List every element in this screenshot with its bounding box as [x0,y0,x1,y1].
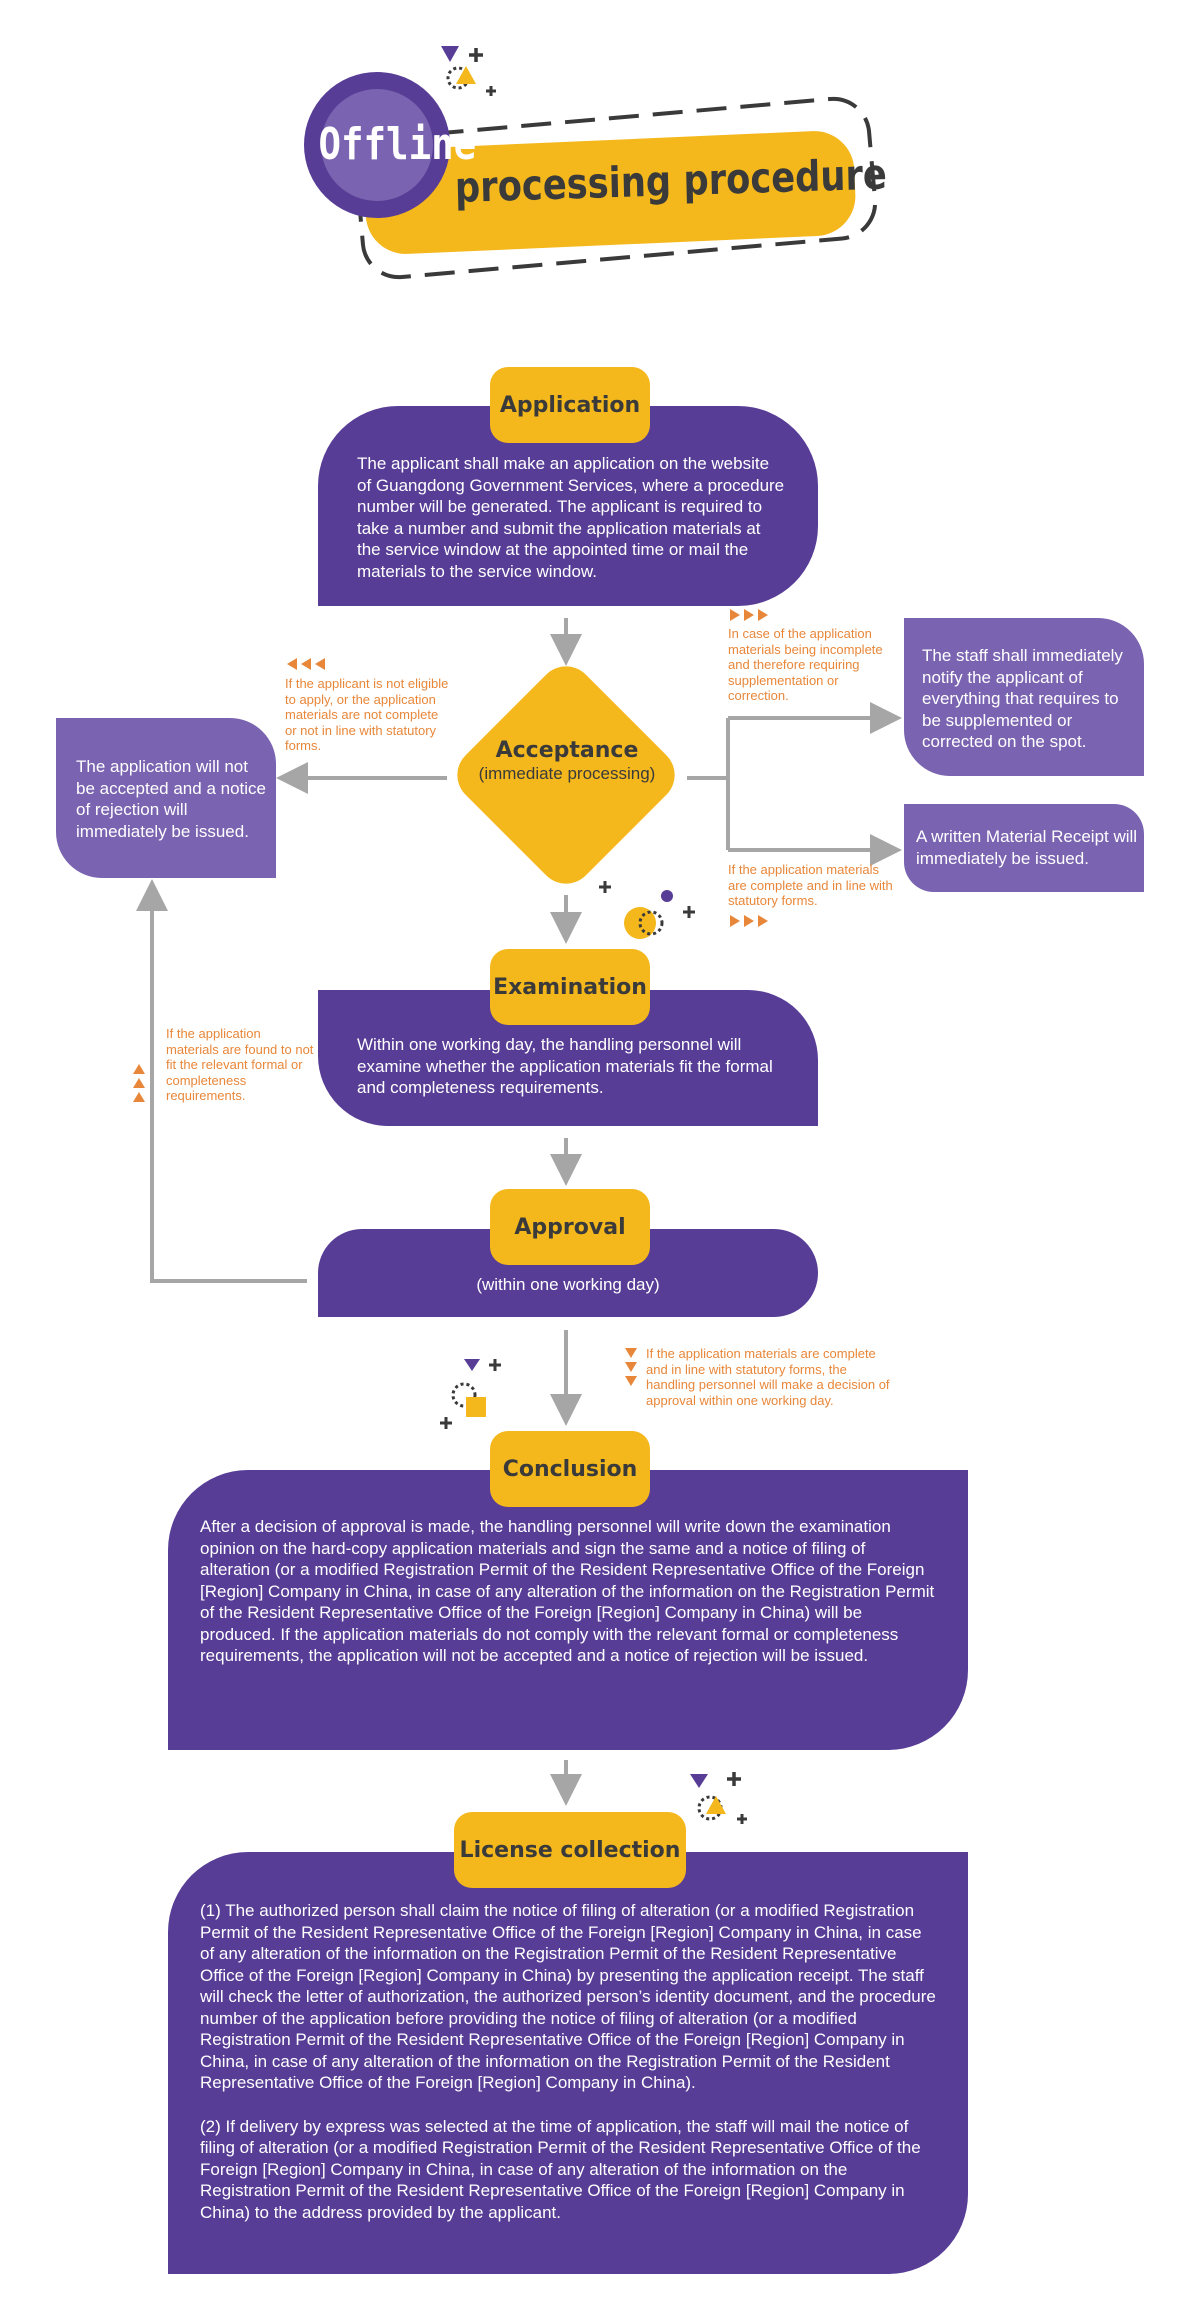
note-approval-decision: If the application materials are complet… [646,1346,890,1408]
application-text: The applicant shall make an application … [357,454,785,581]
triangle-marker-icon [625,1348,637,1386]
arrow-approval-rejection [136,879,307,1283]
conclusion-text: After a decision of approval is made, th… [200,1517,935,1665]
conclusion-card [168,1470,968,1750]
geometric-shapes-icon [599,881,695,939]
triangle-marker-icon [287,658,325,670]
geometric-shapes-icon [440,1359,501,1429]
conclusion-label: Conclusion [490,1431,650,1507]
rejection-box: The application will not be accepted and… [56,718,276,878]
examination-text: Within one working day, the handling per… [357,1035,773,1097]
supplement-text: The staff shall immediately notify the a… [922,646,1123,751]
license-card [168,1852,968,2274]
license-text: (1) The authorized person shall claim th… [200,1900,938,2245]
receipt-text: A written Material Receipt will immediat… [916,827,1138,868]
triangle-marker-icon [730,609,768,621]
application-label: Application [490,367,650,443]
geometric-shapes-icon [441,46,496,96]
geometric-shapes-icon [690,1772,747,1824]
note-not-fit: If the application materials are found t… [166,1026,314,1103]
note-incomplete: In case of the application materials bei… [728,626,883,703]
approval-label: Approval [490,1189,650,1265]
receipt-box: A written Material Receipt will immediat… [904,804,1144,892]
title-word-procedure: processing procedure [454,149,888,212]
title-decoration [304,46,878,280]
acceptance-label: Acceptance [495,738,639,763]
license-paragraph-2: (2) If delivery by express was selected … [200,2116,926,2222]
note-complete: If the application materials are complet… [728,862,893,908]
license-paragraph-1: (1) The authorized person shall claim th… [200,1901,936,2092]
license-label: License collection [454,1812,686,1888]
title-purple-circle-inner [321,89,433,201]
examination-label: Examination [490,949,650,1025]
triangle-marker-icon [730,915,768,927]
supplement-box: The staff shall immediately notify the a… [904,618,1144,776]
title-word-offline: Offline [318,119,477,170]
approval-text: (within one working day) [476,1275,660,1294]
note-not-eligible: If the applicant is not eligible to appl… [285,676,449,753]
title-yellow-bar [364,131,856,254]
title-banner: Offline processing procedure [295,40,895,280]
rejection-text: The application will not be accepted and… [76,757,266,841]
acceptance-sublabel: (immediate processing) [478,764,656,783]
triangle-marker-icon [133,1064,145,1102]
